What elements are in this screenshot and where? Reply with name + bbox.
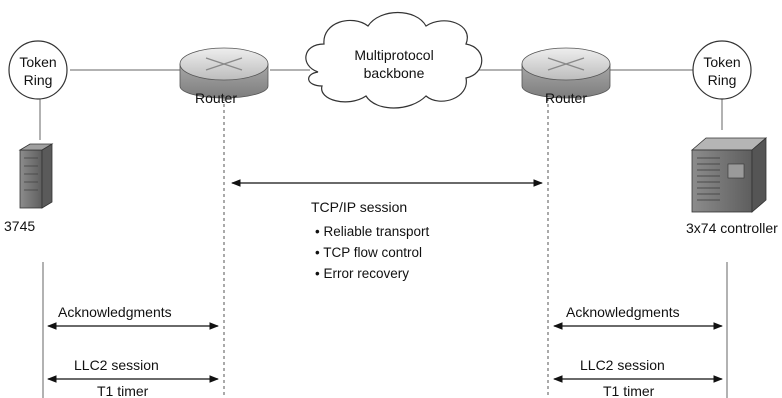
router-arrows-icon xyxy=(205,57,243,71)
fep-panel-lines-icon xyxy=(24,157,38,191)
token-ring-right: Token Ring xyxy=(692,40,752,100)
controller-3x74-label: 3x74 controller xyxy=(686,220,778,236)
token-ring-right-line1: Token xyxy=(703,54,740,70)
right-llc2-session-label: LLC2 session xyxy=(580,357,665,373)
tcp-bullet-flow-control: • TCP flow control xyxy=(315,245,422,260)
token-ring-left: Token Ring xyxy=(8,40,68,100)
right-t1-timer-label: T1 timer xyxy=(603,383,655,398)
token-ring-right-line2: Ring xyxy=(708,72,737,88)
tcp-bullet-error-recovery: • Error recovery xyxy=(315,266,409,281)
tcp-session-title: TCP/IP session xyxy=(311,199,407,215)
router-arrows-icon xyxy=(547,57,585,71)
fep-3745: 3745 xyxy=(4,143,54,234)
token-ring-left-line1: Token xyxy=(19,54,56,70)
right-acknowledgments-label: Acknowledgments xyxy=(566,304,680,320)
router-right: Router xyxy=(521,47,611,106)
controller-panel-icon xyxy=(727,163,745,179)
tcp-bullet-reliable-transport: • Reliable transport xyxy=(315,224,430,239)
left-t1-timer-label: T1 timer xyxy=(97,383,149,398)
backbone-line1: Multiprotocol xyxy=(354,47,433,63)
token-ring-left-line2: Ring xyxy=(24,72,53,88)
left-acknowledgments-label: Acknowledgments xyxy=(58,304,172,320)
fep-3745-label: 3745 xyxy=(4,218,35,234)
controller-slots-icon xyxy=(697,157,720,201)
router-right-label: Router xyxy=(545,90,587,106)
backbone-cloud: Multiprotocol backbone xyxy=(305,12,483,109)
backbone-line2: backbone xyxy=(364,65,425,81)
router-left: Router xyxy=(179,47,269,106)
left-llc2-session-label: LLC2 session xyxy=(74,357,159,373)
controller-3x74: 3x74 controller xyxy=(686,137,778,236)
router-left-label: Router xyxy=(195,90,237,106)
